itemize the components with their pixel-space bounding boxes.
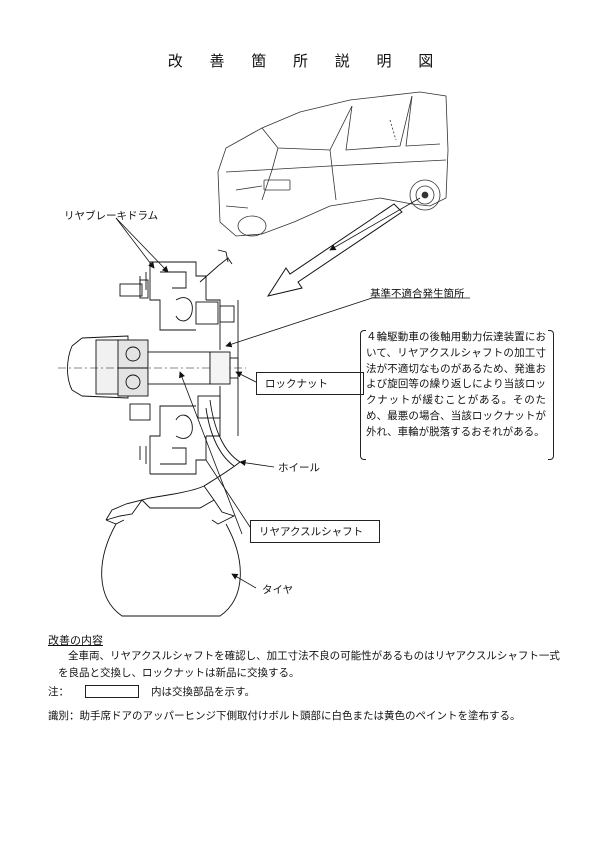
note-text: 内は交換部品を示す。 [151,686,255,698]
page-title: 改 善 箇 所 説 明 図 [167,52,445,70]
pointer-arrow [266,203,403,297]
explanation-bracket-right [548,330,554,460]
vehicle-sketch [217,91,449,237]
explanation-bracket-left [360,330,366,460]
tire-label: タイヤ [262,584,294,596]
improvement-heading: 改善の内容 [48,634,103,647]
rear-axle-shaft-label: リヤアクスルシャフト [250,520,380,543]
rear-brake-drum-label: リヤブレーキドラム [64,210,159,222]
leader-lines [115,217,470,589]
vehicle-arrow [329,197,421,251]
lock-nut-label: ロックナット [256,372,364,395]
axle-assembly [58,249,246,617]
nonconformity-location-label: 基準不適合発生箇所 [370,288,465,300]
improvement-line-1: 全車両、リヤアクスルシャフトを確認し、加工寸法不良の可能性があるものはリヤアクス… [68,650,560,662]
defect-explanation: ４輪駆動車の後軸用動力伝達装置において、リヤアクスルシャフトの加工寸法が不適切な… [366,331,546,438]
note-prefix: 注： [48,686,69,698]
wheel-label: ホイール [278,462,320,474]
improvement-body: 全車両、リヤアクスルシャフトを確認し、加工寸法不良の可能性があるものはリヤアクス… [48,648,568,682]
replacement-part-legend-box [85,685,139,698]
identification-text: 識別：助手席ドアのアッパーヒンジ下側取付けボルト頭部に白色または黄色のペイントを… [48,710,521,722]
improvement-line-2: を良品と交換し、ロックナットは新品に交換する。 [58,667,300,679]
note-row: 注： 内は交換部品を示す。 [48,684,255,699]
